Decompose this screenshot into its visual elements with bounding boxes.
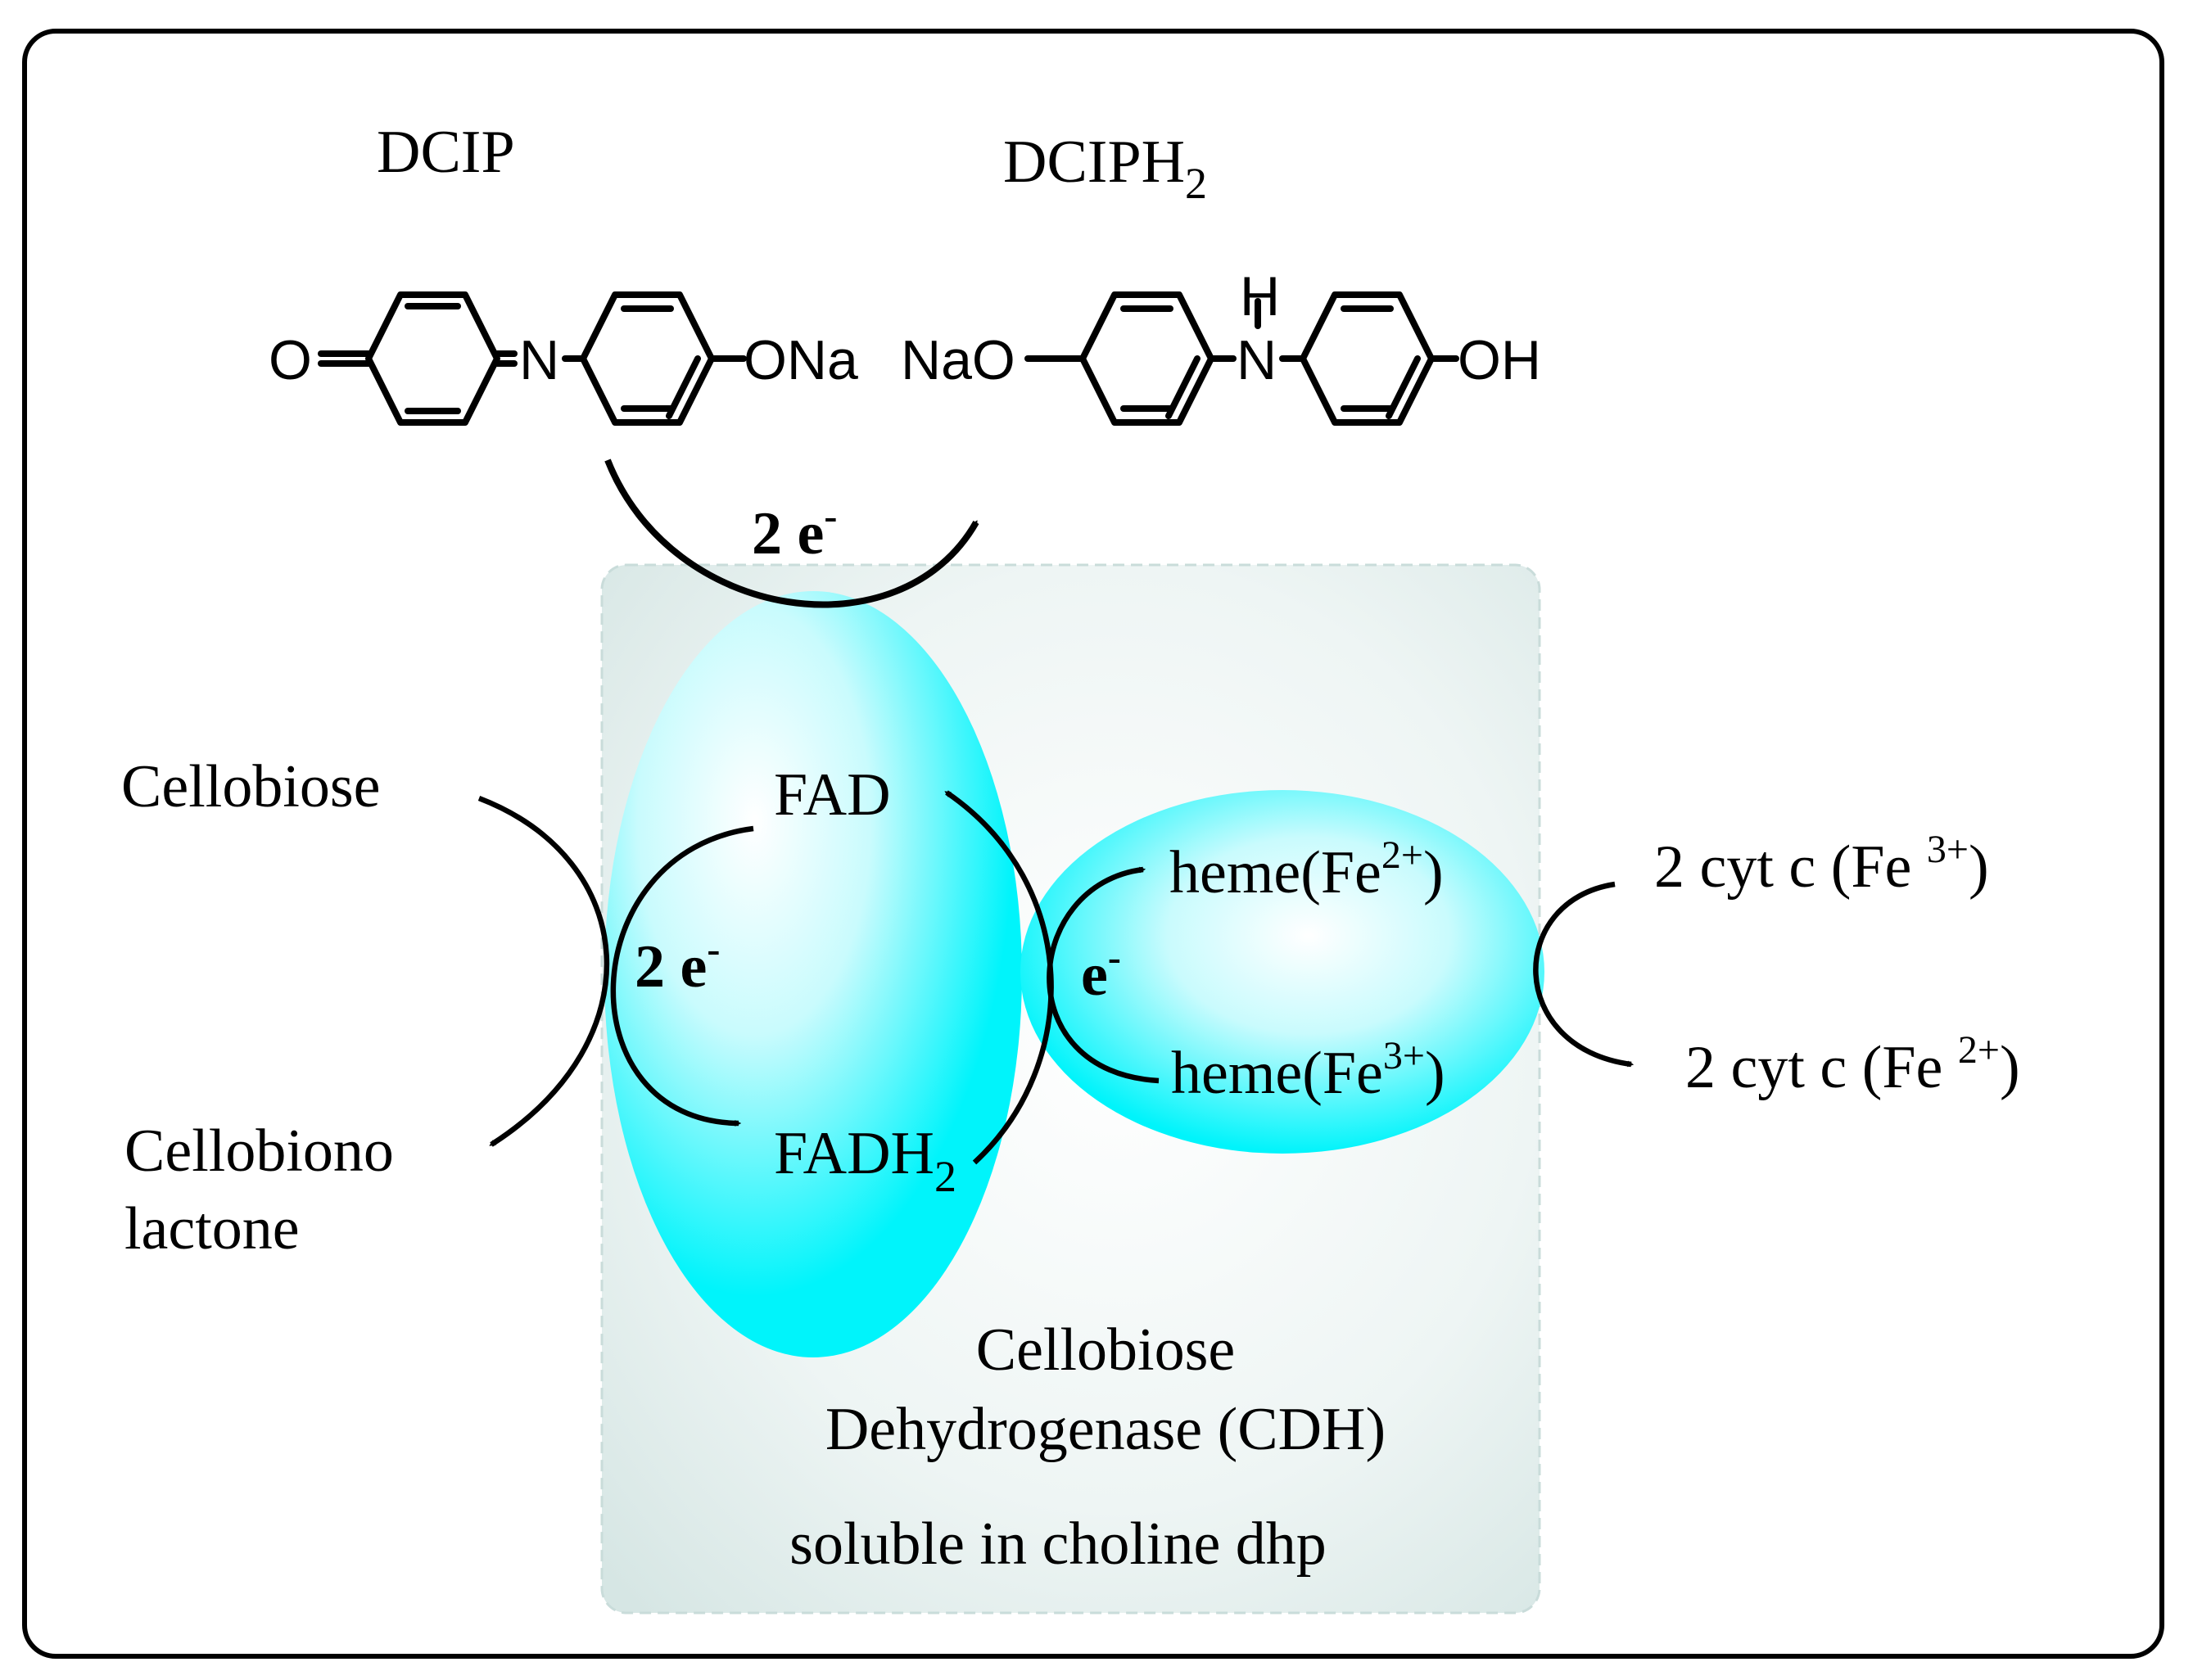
dciph2-atom-h: H (1240, 265, 1280, 327)
heme-transfer-label: e- (1081, 936, 1121, 1009)
fad-reduction-arrow (610, 825, 754, 1127)
flavin-domain-lobe (604, 591, 1022, 1357)
dciph2-atom-nao: NaO (901, 329, 1015, 391)
heme-domain-lobe (1020, 790, 1544, 1154)
substrate-reactant: Cellobiose (121, 753, 381, 820)
fad-label: FAD (774, 761, 891, 829)
heme-oxidized-label: heme(Fe3+) (1171, 1034, 1445, 1107)
heme-reduced-label: heme(Fe2+) (1169, 833, 1444, 906)
dciph2-atom-n: N (1237, 329, 1277, 391)
dciph2-structure (1024, 291, 1459, 426)
dcip-atom-ona: ONa (744, 329, 858, 391)
dcip-label: DCIP (377, 119, 515, 186)
top-transfer-arrow (604, 458, 979, 608)
enzyme-solubility-note: soluble in choline dhp (789, 1511, 1327, 1578)
substrate-product-line1: Cellobiono (124, 1118, 394, 1185)
substrate-product-line2: lactone (124, 1195, 300, 1262)
dciph2-atom-oh: OH (1458, 329, 1541, 391)
heme-transfer-arrow (1047, 866, 1160, 1084)
dcip-structure (318, 291, 747, 426)
dcip-atom-n: N (519, 329, 559, 391)
dcip-atom-o: O (269, 329, 312, 391)
fad-transfer-label: 2 e- (635, 928, 720, 1000)
top-transfer-label: 2 e- (752, 495, 837, 567)
cytc-reduction-arrow (1533, 881, 1635, 1068)
substrate-oxidation-arrow (477, 795, 610, 1147)
dciph2-label: DCIPH2 (1003, 129, 1207, 208)
enzyme-name-line2: Dehydrogenase (CDH) (825, 1396, 1386, 1463)
cytc-oxidized-label: 2 cyt c (Fe 3+) (1654, 828, 1989, 901)
fadh2-label: FADH2 (774, 1120, 956, 1201)
cytc-reduced-label: 2 cyt c (Fe 2+) (1685, 1028, 2020, 1101)
enzyme-name-line1: Cellobiose (976, 1316, 1236, 1384)
